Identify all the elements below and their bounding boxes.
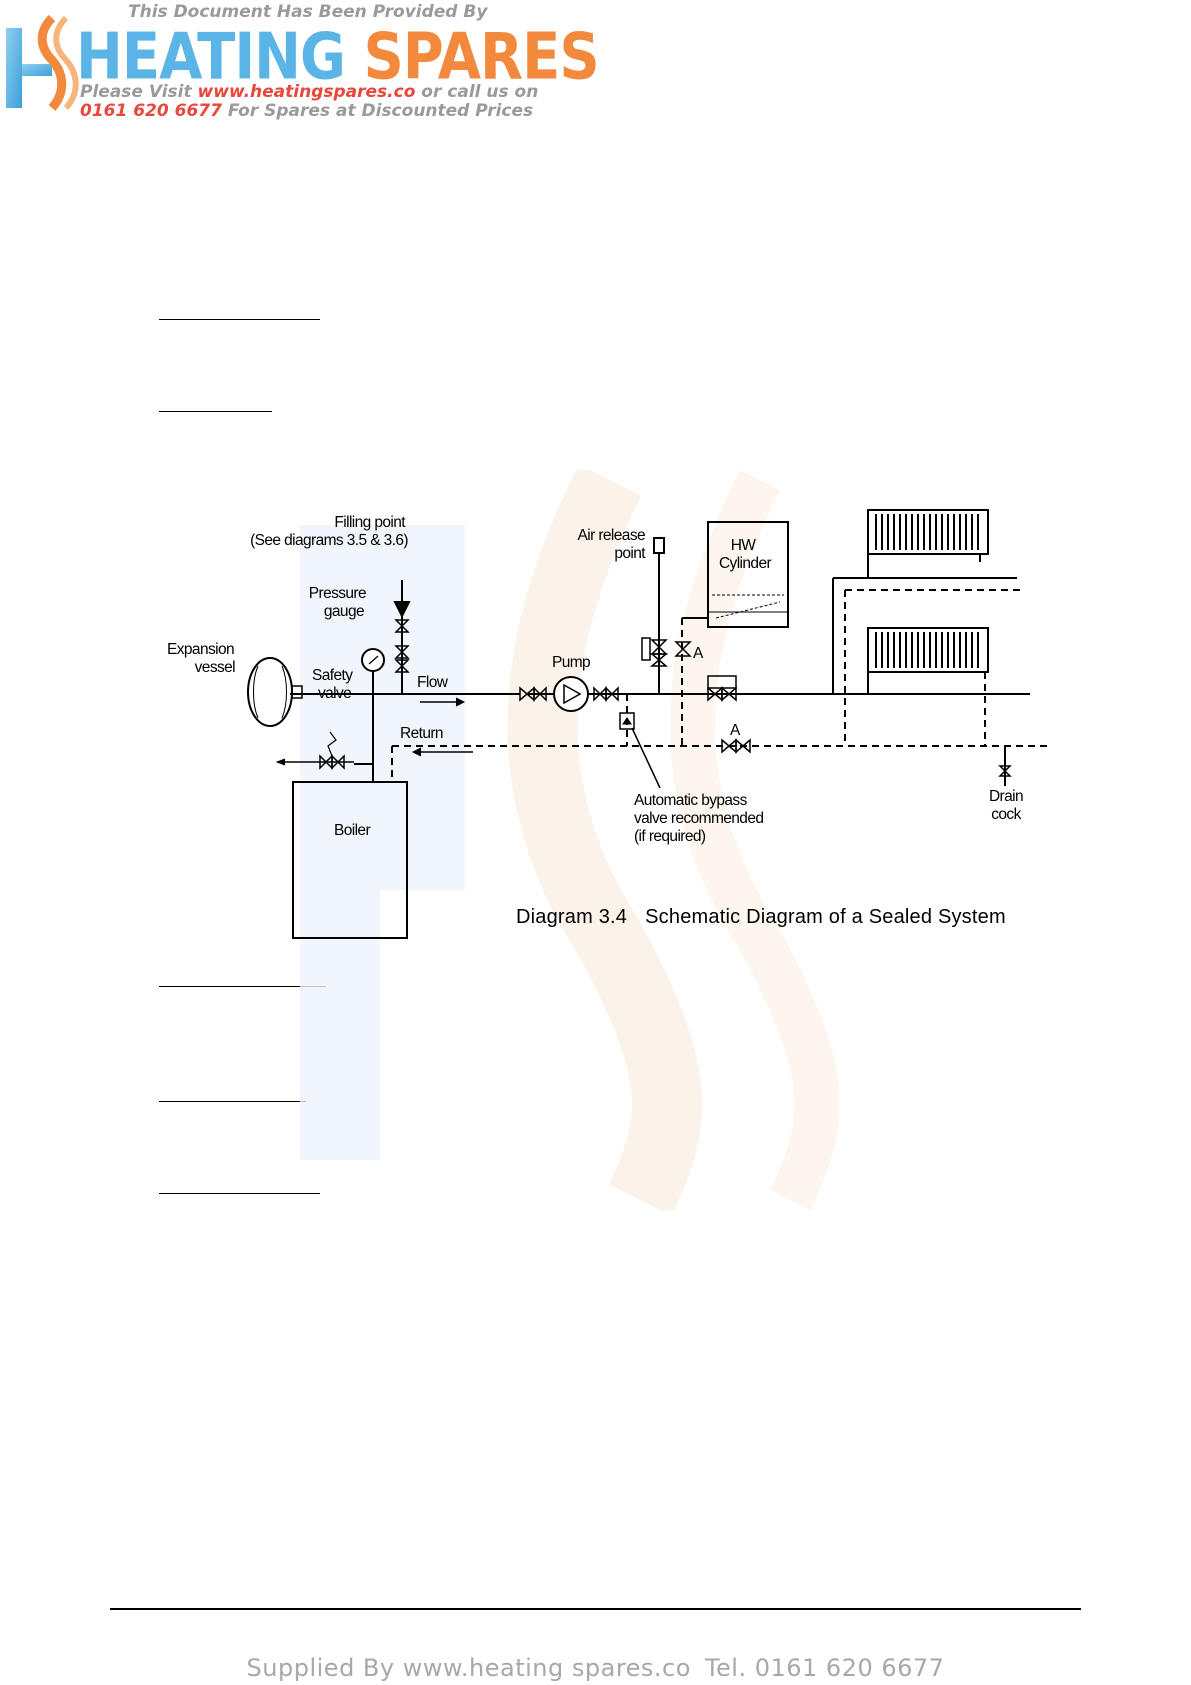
diagram-caption: Diagram 3.4 Schematic Diagram of a Sealed… [516,906,1006,929]
label-flow: Flow [417,674,449,691]
heating-spares-logo: This Document Has Been Provided By HEATI… [0,0,600,125]
label-valve-a-lower: A [730,722,741,739]
expansion-vessel-icon [247,657,293,727]
bypass-valve-icon [619,712,635,730]
footer-tel: Tel. 0161 620 6677 [704,1654,945,1682]
radiator-lower-icon [867,627,989,673]
motorised-valve-icon [707,675,737,689]
svg-text:vessel: vessel [195,659,235,676]
banner-logo-text: HEATING SPARES [76,20,600,95]
pump-icon [553,676,589,712]
filling-valve-icon [394,619,410,633]
heading-underline [159,1101,306,1102]
heading-underline [159,1193,320,1194]
hs-logo-mark-icon [6,14,79,111]
boiler-box [292,781,408,939]
svg-text:valve recommended: valve recommended [634,810,763,827]
label-bypass-valve: Automatic bypass [634,792,748,809]
caption-title: Schematic Diagram of a Sealed System [645,906,1006,928]
filling-point-arrow-icon [393,601,411,619]
footer-divider [110,1608,1081,1610]
svg-text:valve: valve [318,685,351,702]
hw-cylinder-box [707,521,789,628]
radiator-upper-icon [867,509,989,555]
label-boiler: Boiler [334,822,370,839]
label-return: Return [400,725,443,742]
svg-text:Cylinder: Cylinder [719,555,771,572]
heading-underline [159,319,320,320]
caption-number: Diagram 3.4 [516,906,628,928]
label-air-release: Air release [578,527,646,544]
zone-valve-a-icon [674,641,692,657]
sealed-system-schematic: Filling point (See diagrams 3.5 & 3.6) P… [167,509,1050,939]
label-valve-a-upper: A [693,645,704,662]
label-expansion-vessel: Expansion [167,641,234,658]
svg-text:(if required): (if required) [634,828,706,845]
label-filling-point: Filling point [334,514,406,531]
heading-underline [159,411,272,412]
label-pressure-gauge: Pressure [309,585,366,602]
heating-spares-watermark [300,470,840,1210]
air-release-icon [653,537,665,554]
banner-url-link[interactable]: www.heatingspares.co [197,82,416,102]
label-filling-point-note: (See diagrams 3.5 & 3.6) [250,532,408,549]
svg-text:point: point [614,545,646,562]
heading-underline [159,986,326,987]
banner-phone-line: 0161 620 6677 For Spares at Discounted P… [80,101,534,121]
svg-text:cock: cock [991,806,1021,823]
label-hw-cylinder: HW [731,537,757,554]
drain-cock-icon [998,765,1012,777]
label-safety-valve: Safety [312,667,353,684]
banner-provided-by: This Document Has Been Provided By [128,2,488,22]
banner-phone-number: 0161 620 6677 [80,101,222,121]
label-drain-cock: Drain [989,788,1023,805]
banner-visit-line: Please Visit www.heatingspares.co or cal… [80,82,539,102]
label-pump: Pump [552,654,590,671]
svg-text:gauge: gauge [324,603,364,620]
